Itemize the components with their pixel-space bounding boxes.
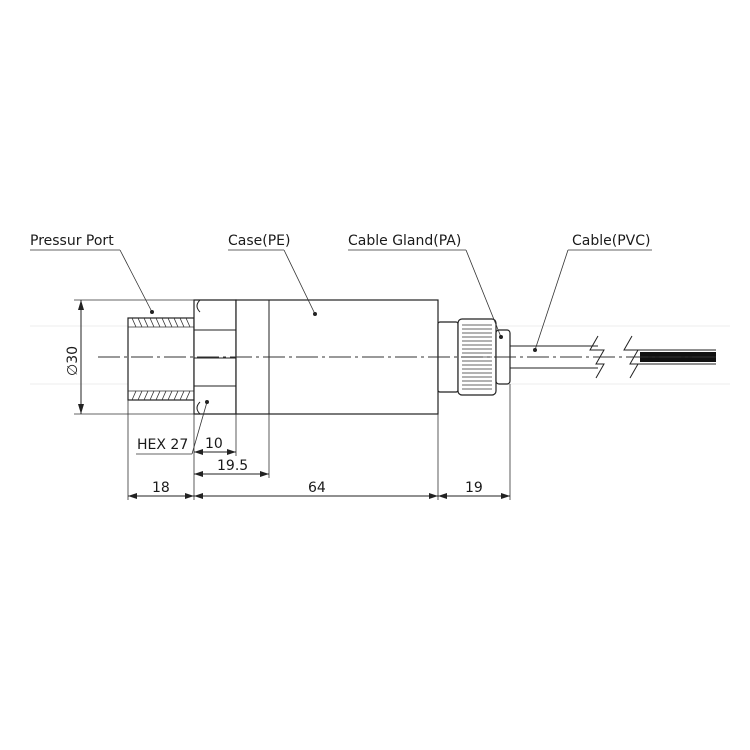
dim-19: 19 — [465, 480, 483, 496]
dim-64: 64 — [308, 480, 326, 496]
thread-line — [161, 317, 167, 328]
label-pressure-port: Pressur Port — [30, 233, 114, 249]
thread-line — [185, 390, 191, 401]
hex-label: HEX 27 — [137, 437, 188, 453]
thread-line — [185, 317, 191, 328]
thread-line — [155, 317, 161, 328]
pressure-port — [127, 317, 195, 401]
thread-line — [149, 390, 155, 401]
thread-line — [131, 317, 137, 328]
dimension-lines — [128, 449, 510, 499]
thread-line — [173, 390, 179, 401]
thread-line — [137, 390, 143, 401]
thread-line — [167, 390, 173, 401]
extension-lines — [127, 384, 511, 500]
thread-line — [161, 390, 167, 401]
hex-callout — [136, 400, 209, 455]
label-cable: Cable(PVC) — [572, 233, 650, 249]
callout-leaders — [30, 249, 652, 352]
thread-line — [143, 390, 149, 401]
thread-line — [137, 317, 143, 328]
thread-line — [179, 317, 185, 328]
thread-line — [131, 390, 137, 401]
thread-line — [155, 390, 161, 401]
thread-line — [173, 317, 179, 328]
label-cable-gland: Cable Gland(PA) — [348, 233, 461, 249]
thread-line — [167, 317, 173, 328]
label-case: Case(PE) — [228, 233, 290, 249]
diameter-label: ∅30 — [65, 346, 81, 376]
dim-18: 18 — [152, 480, 170, 496]
thread-line — [179, 390, 185, 401]
dim-19-5: 19.5 — [217, 458, 248, 474]
dim-10: 10 — [205, 436, 223, 452]
diameter-dimension: ∅30 — [65, 299, 194, 415]
thread-line — [143, 317, 149, 328]
thread-line — [149, 317, 155, 328]
